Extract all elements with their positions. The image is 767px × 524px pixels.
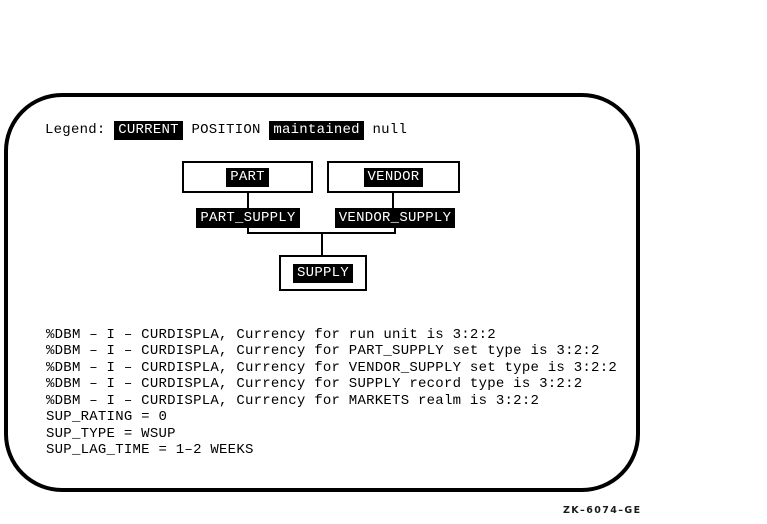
connector-vendorsupply-down	[394, 228, 396, 234]
connector-part-to-partsupply	[247, 193, 249, 208]
part-supply-set-bar: PART_SUPPLY	[196, 208, 300, 228]
message-line: %DBM – I – CURDISPLA, Currency for MARKE…	[46, 392, 540, 409]
legend-maintained-badge: maintained	[269, 121, 364, 140]
supply-record-label: SUPPLY	[293, 263, 353, 283]
legend-prefix: Legend:	[45, 122, 106, 138]
part-record-label: PART	[226, 167, 269, 187]
message-line: SUP_TYPE = WSUP	[46, 425, 176, 442]
message-line: %DBM – I – CURDISPLA, Currency for SUPPL…	[46, 376, 583, 393]
vendor-record-box: VENDOR	[327, 161, 460, 193]
message-output: %DBM – I – CURDISPLA, Currency for run u…	[46, 327, 617, 459]
supply-record-box: SUPPLY	[279, 255, 367, 291]
vendor-record-label: VENDOR	[363, 167, 424, 187]
message-line: SUP_RATING = 0	[46, 409, 168, 426]
vendor-supply-set-bar: VENDOR_SUPPLY	[335, 208, 455, 228]
rounded-frame	[4, 93, 640, 492]
legend: Legend: CURRENT POSITION maintained null	[45, 121, 408, 140]
part-record-box: PART	[182, 161, 313, 193]
legend-null-label: null	[372, 122, 408, 138]
figure-id-label: ZK–6074–GE	[563, 505, 642, 516]
legend-position-label: POSITION	[191, 122, 261, 138]
message-line: %DBM – I – CURDISPLA, Currency for PART_…	[46, 343, 600, 360]
connector-vendor-to-vendorsupply	[392, 193, 394, 208]
connector-junction-to-supply	[321, 234, 323, 255]
message-line: %DBM – I – CURDISPLA, Currency for VENDO…	[46, 359, 617, 376]
message-line: SUP_LAG_TIME = 1–2 WEEKS	[46, 442, 254, 459]
legend-current-badge: CURRENT	[114, 121, 183, 140]
junction-horizontal-line	[247, 232, 396, 234]
connector-partsupply-down	[247, 228, 249, 234]
message-line: %DBM – I – CURDISPLA, Currency for run u…	[46, 327, 496, 343]
